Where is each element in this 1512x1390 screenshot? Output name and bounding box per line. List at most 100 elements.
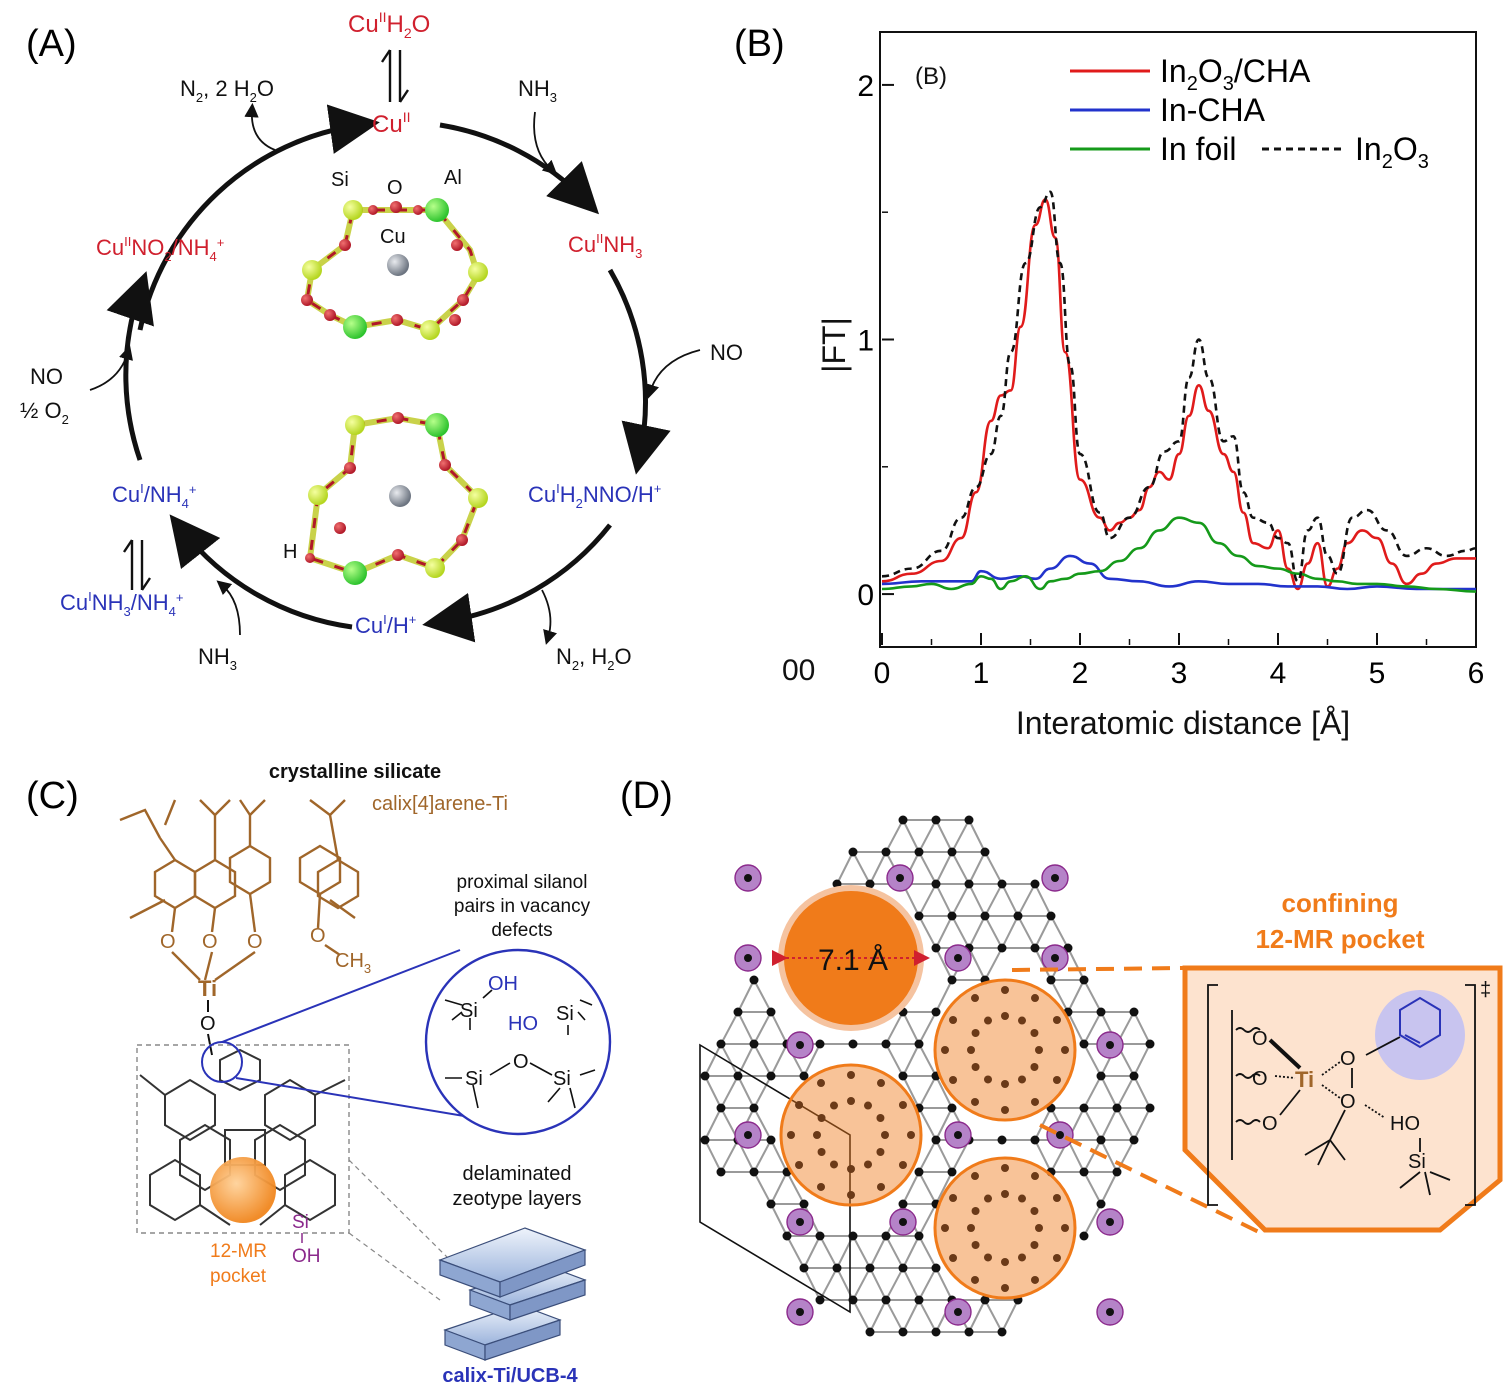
- lattice-bond: [836, 851, 854, 885]
- lattice-bond: [1116, 1075, 1135, 1109]
- calix-o-4: O: [310, 925, 326, 947]
- lattice-bond: [770, 1043, 788, 1077]
- lattice-bond: [902, 1171, 920, 1205]
- dagger: ‡: [1480, 979, 1491, 1001]
- transition-state-brackets: [1207, 984, 1476, 1206]
- lattice-bond: [1050, 979, 1069, 1013]
- pocket-label-line1: 12-MR: [210, 1241, 267, 1262]
- pore-atom: [984, 1253, 992, 1262]
- zeolite-framework: [139, 1048, 346, 1226]
- pore-atom: [949, 1194, 958, 1202]
- lattice-bond: [1100, 1139, 1118, 1173]
- cycle-arc-bottom-right: [422, 523, 612, 643]
- label-no-left: NO: [30, 364, 63, 389]
- lattice-atom: [749, 1039, 759, 1049]
- lattice-atom: [1096, 1007, 1106, 1017]
- pore-atom: [864, 1160, 872, 1169]
- out-arrow-bottom-right: [541, 589, 557, 645]
- lattice-bond: [968, 1299, 986, 1333]
- lattice-atom: [881, 1039, 891, 1049]
- lattice-atom: [914, 847, 924, 857]
- ti-site-core: [1106, 1308, 1114, 1316]
- calix-ti: Ti: [198, 976, 217, 1001]
- lattice-bond: [1050, 915, 1069, 949]
- label-cu2-h2o: CuIIH2O: [348, 9, 430, 41]
- pore-atom: [817, 1182, 825, 1191]
- lattice-bond: [902, 1299, 920, 1333]
- lattice-bond: [935, 1267, 953, 1301]
- lattice-bond: [753, 1043, 772, 1077]
- corner-tick-label: 00: [782, 654, 815, 687]
- lattice-bond: [902, 1075, 920, 1109]
- pore-atom: [971, 1275, 979, 1284]
- lattice-bond: [704, 1139, 722, 1173]
- lattice-bond: [1083, 1203, 1102, 1237]
- equilibrium-left: [123, 539, 151, 591]
- lattice-bond: [1067, 979, 1085, 1013]
- pore-atom: [1030, 1207, 1039, 1215]
- lattice-bond: [786, 1235, 805, 1269]
- panel-a: (A) CuIIH2O CuII: [20, 9, 743, 673]
- lattice-bond: [737, 1075, 755, 1109]
- lattice-atom: [865, 1327, 875, 1337]
- pore-atom: [1001, 986, 1009, 994]
- lattice-bond: [753, 1075, 772, 1109]
- lattice-bond: [1001, 883, 1019, 917]
- panel-b-label: (B): [734, 23, 785, 65]
- ti-site-core: [796, 1218, 804, 1226]
- label-cu1-nh4: CuI/NH4+: [112, 481, 196, 511]
- pore-atom: [1035, 1224, 1043, 1232]
- lattice-atom: [1145, 1103, 1155, 1113]
- ti-site-core: [796, 1308, 804, 1316]
- title-crystalline-silicate: crystalline silicate: [269, 761, 441, 783]
- ti-site-core: [744, 874, 752, 882]
- ti-site-core: [954, 1308, 962, 1316]
- pore-3: [779, 1063, 923, 1207]
- lattice-bond: [770, 1011, 788, 1045]
- lattice-atom: [931, 1135, 941, 1145]
- lattice-atom: [914, 911, 924, 921]
- lattice-bond: [869, 1299, 887, 1333]
- lattice-bond: [918, 1299, 937, 1333]
- lattice-atom: [997, 1135, 1007, 1145]
- label-nh3-top: NH3: [518, 76, 557, 105]
- lattice-bond: [1116, 1107, 1135, 1141]
- lattice-atom: [947, 847, 957, 857]
- lattice-bond: [852, 1267, 871, 1301]
- lattice-atom: [832, 1263, 842, 1273]
- pocket-title-2: 12-MR pocket: [1255, 924, 1424, 954]
- pore-atom: [1001, 1012, 1009, 1020]
- lattice-bond: [803, 1043, 821, 1077]
- ts-bonds: [1235, 1027, 1451, 1196]
- ti-site-core: [1106, 1041, 1114, 1049]
- lattice-atom: [766, 1007, 776, 1017]
- lattice-atom: [815, 1231, 825, 1241]
- lattice-bond: [951, 851, 970, 885]
- lattice-bond: [869, 1235, 887, 1269]
- label-cu2-nh3: CuIINH3: [568, 231, 642, 261]
- lattice-bond: [1133, 1075, 1151, 1109]
- lattice-bond: [1034, 883, 1052, 917]
- series-line-in-cha: [881, 554, 1476, 591]
- lattice-atom: [947, 911, 957, 921]
- lattice-bond: [885, 1299, 904, 1333]
- label-calix-ti: calix[4]arene-Ti: [372, 793, 508, 815]
- label-cu2-no2-nh4: CuIINO2/NH4+: [96, 234, 224, 264]
- pore-atom: [949, 1076, 958, 1084]
- lattice-atom: [766, 1199, 776, 1209]
- x-axis-label: Interatomic distance [Å]: [1016, 705, 1350, 741]
- pore-atom: [984, 1016, 992, 1025]
- y-tick-label-0: 0: [857, 579, 874, 612]
- lattice-atom: [898, 1071, 908, 1081]
- lattice-atom: [997, 943, 1007, 953]
- inset-label: (B): [915, 63, 947, 90]
- lattice-bond: [885, 1267, 904, 1301]
- lattice-atom: [931, 1327, 941, 1337]
- linker-o: O: [200, 1013, 216, 1035]
- lattice-bond: [885, 1011, 904, 1045]
- x-tick-label-5: 5: [1369, 657, 1386, 690]
- ti-site-core: [1051, 954, 1059, 962]
- ts-o-2: O: [1252, 1068, 1268, 1090]
- lattice-bond: [720, 1075, 739, 1109]
- pore-atom: [967, 1224, 975, 1232]
